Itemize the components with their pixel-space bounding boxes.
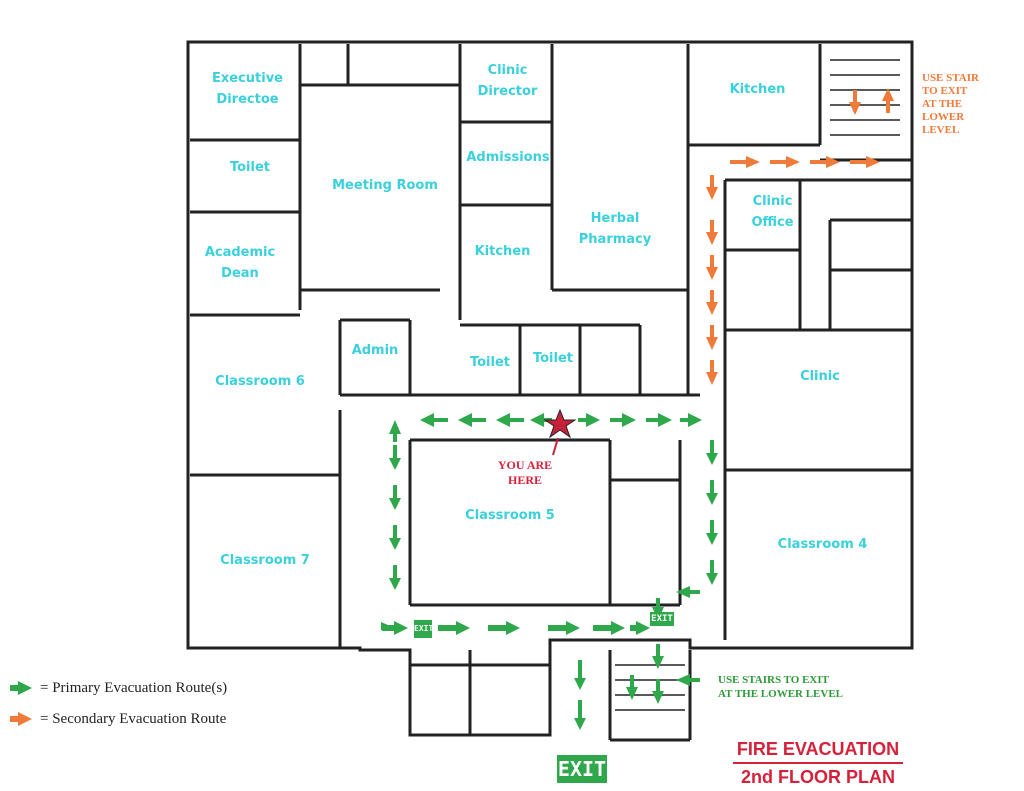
plan-title: FIRE EVACUATION 2nd FLOOR PLAN (708, 736, 928, 790)
room-classroom-5: Classroom 5 (465, 508, 555, 523)
room-academic-dean: Academic Dean (204, 245, 276, 281)
title-line-2: 2nd FLOOR PLAN (741, 767, 895, 787)
room-classroom-4: Classroom 4 (777, 537, 868, 552)
title-line-1: FIRE EVACUATION (732, 736, 904, 764)
legend-secondary: = Secondary Evacuation Route (32, 709, 226, 729)
you-are-here-label: YOU ARE HERE (490, 458, 560, 488)
room-admin: Admin (351, 343, 399, 358)
room-herbal-pharmacy: Herbal Pharmacy (578, 211, 652, 247)
you-are-here-line-2: HERE (507, 473, 542, 487)
room-clinic-director: Clinic Director (477, 63, 538, 99)
room-kitchen-1: Kitchen (474, 244, 531, 259)
primary-route (381, 413, 718, 730)
room-clinic: Clinic (800, 369, 840, 384)
you-are-here-line-1: YOU ARE (497, 458, 553, 472)
use-stair-line-4: LOWER (922, 111, 965, 123)
room-admissions: Admissions (466, 150, 550, 165)
room-toilet-3: Toilet (532, 351, 573, 366)
use-stairs-line-1: USE STAIRS TO EXIT (718, 674, 829, 686)
use-stair-line-3: AT THE (922, 98, 963, 110)
secondary-route-legend-arrow (10, 712, 32, 726)
room-classroom-7: Classroom 7 (220, 553, 310, 568)
room-executive-director: Executive Directoe (211, 71, 283, 107)
legend-secondary-text: = Secondary Evacuation Route (40, 710, 227, 727)
use-stairs-line-2: AT THE LOWER LEVEL (718, 688, 844, 700)
exit-sign-right: EXIT (650, 612, 674, 626)
room-clinic-office: Clinic Office (751, 194, 794, 230)
use-stair-note: USE STAIR TO EXIT AT THE LOWER LEVEL (922, 72, 1017, 137)
use-stair-line-1: USE STAIR (922, 72, 979, 84)
stairs (615, 59, 900, 711)
walls (186, 40, 914, 742)
room-toilet-2: Toilet (469, 355, 510, 370)
primary-route-legend-arrow (10, 681, 32, 695)
exit-sign-main: EXIT (557, 755, 607, 783)
secondary-route (706, 88, 894, 385)
you-are-here-star (543, 408, 577, 456)
use-stairs-note: USE STAIRS TO EXIT AT THE LOWER LEVEL (718, 673, 878, 701)
room-kitchen-2: Kitchen (729, 82, 786, 97)
legend-primary-text: = Primary Evacuation Route(s) (40, 679, 228, 696)
room-toilet-1: Toilet (229, 160, 270, 175)
exit-sign-left: EXIT (414, 620, 433, 638)
room-classroom-6: Classroom 6 (215, 374, 305, 389)
legend-primary: = Primary Evacuation Route(s) (32, 678, 227, 698)
use-stair-line-5: LEVEL (922, 124, 960, 136)
use-stair-line-2: TO EXIT (922, 85, 968, 97)
room-meeting-room: Meeting Room (332, 178, 438, 193)
